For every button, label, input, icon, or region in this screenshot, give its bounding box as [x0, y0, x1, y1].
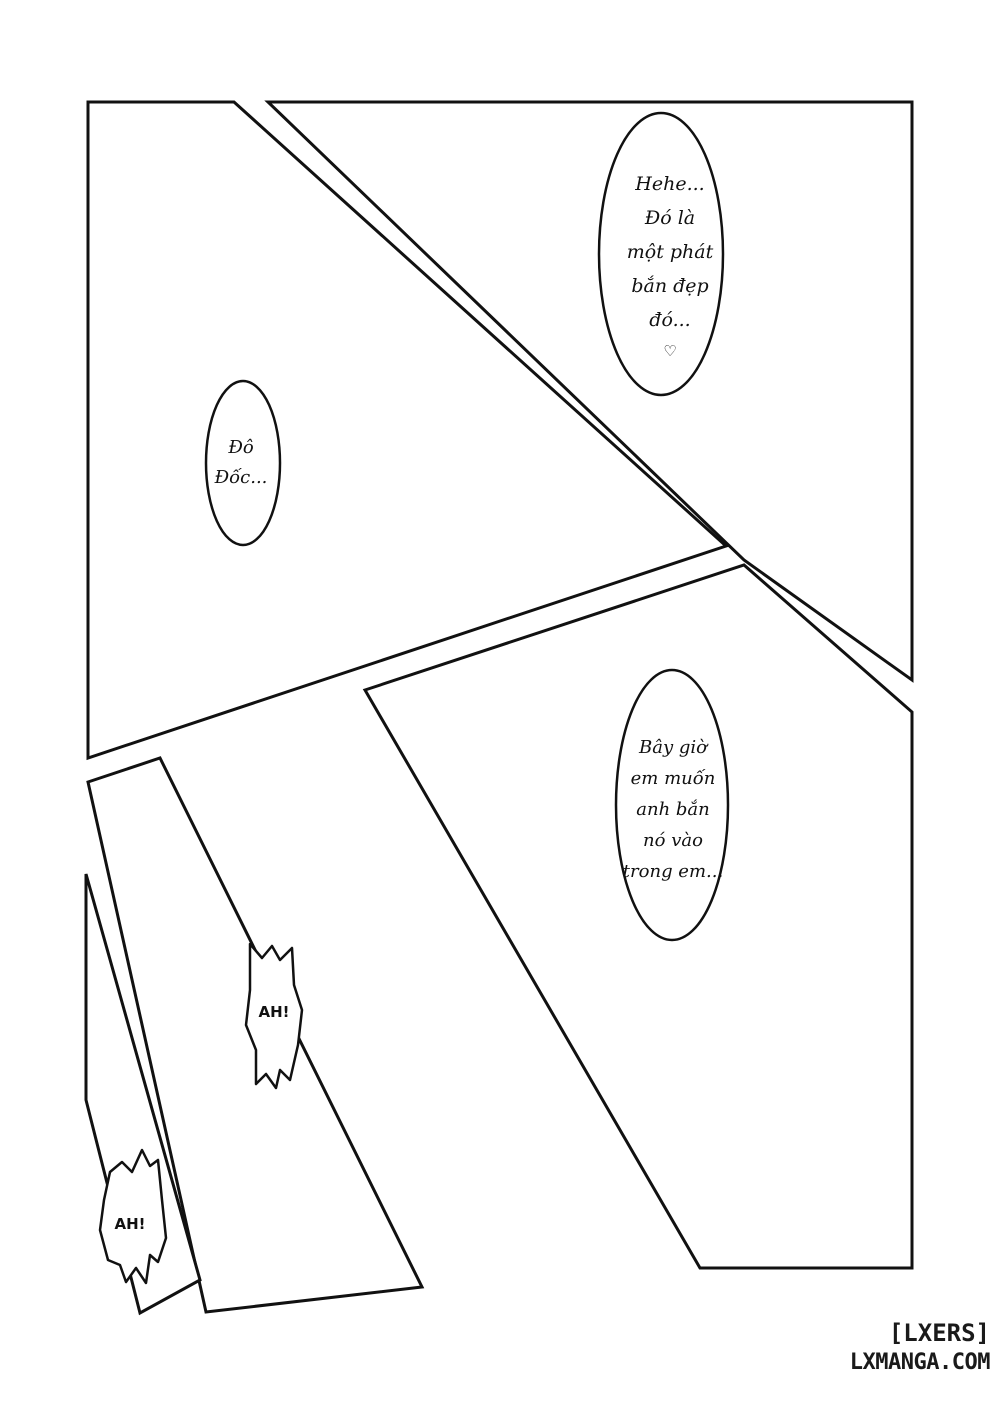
speech-line: Bây giờ [639, 736, 707, 758]
heart-icon: ♡ [663, 342, 677, 360]
panel-middle-right [362, 563, 914, 1270]
speech-line: Đó là [644, 207, 696, 229]
speech-line: bắn đẹp [631, 275, 709, 297]
speech-bubble-2-text: Đô Đốc... [206, 398, 276, 528]
panel-top-left [86, 100, 729, 761]
panel-top-right [264, 100, 914, 683]
shout-burst-1-shape [244, 942, 304, 1090]
speech-line: Hehe... [635, 173, 705, 195]
speech-bubble-2-shape [204, 379, 282, 547]
shout-text-1: AH! [258, 1003, 290, 1021]
speech-line: một phát [626, 241, 714, 263]
speech-line: trong em... [622, 860, 724, 882]
shout-burst-2-shape [98, 1148, 168, 1285]
speech-bubble-1-text: Hehe... Đó là một phát bắn đẹp đó... ♡ [606, 164, 734, 364]
speech-line: em muốn [630, 767, 716, 789]
speech-line: nó vào [643, 829, 703, 851]
speech-bubble-1-shape [597, 111, 725, 397]
speech-bubble-3-shape [614, 668, 730, 942]
speech-line: Đô [228, 437, 254, 458]
speech-line: Đốc... [214, 467, 268, 488]
speech-bubble-3-text: Bây giờ em muốn anh bắn nó vào trong em.… [612, 724, 734, 894]
watermark: [LXERS] LXMANGA.COM [800, 1318, 991, 1378]
watermark-site: LXMANGA.COM [849, 1350, 991, 1375]
watermark-group-name: [LXERS] [888, 1319, 990, 1347]
shout-text-2: AH! [114, 1215, 146, 1233]
speech-line: anh bắn [636, 798, 710, 820]
speech-line: đó... [649, 309, 691, 331]
